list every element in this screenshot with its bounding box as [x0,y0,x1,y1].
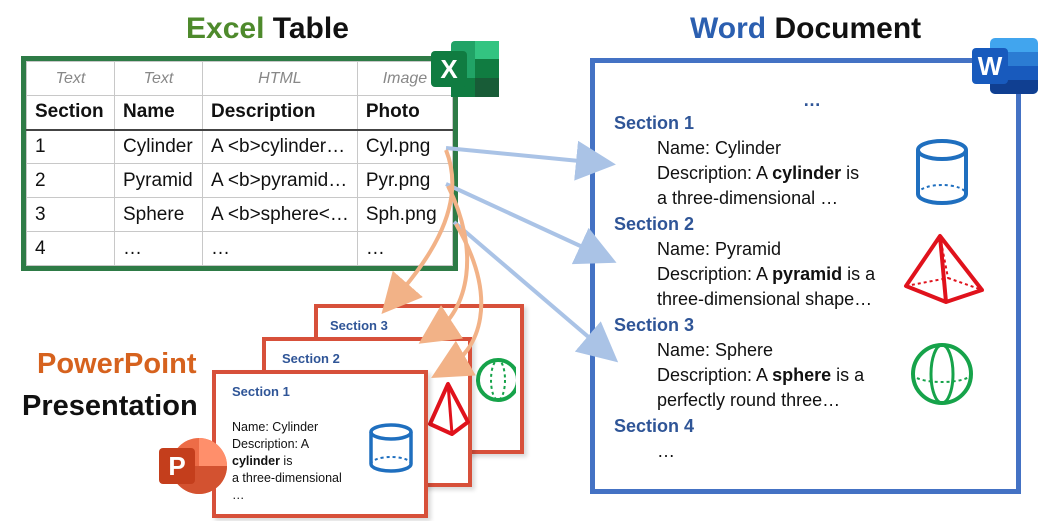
word-desc-line: Description: A sphere is a [657,365,865,385]
powerpoint-logo-icon: P [159,438,227,494]
slide1-cylinder-icon [369,423,413,473]
word-section-title: Section 4 [614,416,695,436]
word-desc-line3: perfectly round three… [657,390,841,410]
arrow-row3-to-slide3 [381,149,455,315]
table-cell[interactable]: A <b>sphere<… [202,197,358,232]
table-cell[interactable]: Sphere [114,197,203,232]
table-row: 1 Cylinder A <b>cylinder… Cyl.png [26,129,454,164]
powerpoint-logo-letter: P [168,451,185,481]
word-document-frame [590,58,1021,494]
slide-name-line: Name: Cylinder [232,420,319,434]
word-title-word1: Word [690,12,767,45]
excel-title: Excel Table [186,12,349,46]
header-cell[interactable]: Description [202,95,358,131]
word-desc-line3: a three-dimensional … [657,188,839,208]
slide2-pyramid-icon [428,382,470,436]
table-cell[interactable]: 3 [26,197,115,232]
arrow-row3-to-word [452,220,619,363]
excel-type-row: Text Text HTML Image [26,61,454,96]
slide-desc-line: Description: A [232,437,310,451]
word-section-title: Section 3 [614,315,695,335]
table-cell[interactable]: Pyr.png [356,163,454,198]
table-cell[interactable]: Cyl.png [356,129,454,164]
arrow-row1-to-slide1 [431,222,484,378]
word-desc-line3: three-dimensional shape… [657,289,873,309]
word-name-line: Name: Pyramid [657,239,782,259]
excel-table: Text Text HTML Image Section Name Descri… [26,61,454,266]
table-cell[interactable]: … [202,231,358,266]
slide-desc-bold-line: cylinder is [232,454,293,468]
excel-title-word1: Excel [186,12,265,45]
slide3-sphere-icon [476,358,516,402]
arrow-row2-to-slide2 [418,185,470,344]
slide-title: Section 3 [330,318,388,333]
slide-title: Section 2 [282,351,340,366]
word-title-word2: Document [774,12,922,45]
word-logo-letter: W [978,51,1003,81]
word-name-line: Name: Sphere [657,340,774,360]
word-section-title: Section 2 [614,214,695,234]
ppt-title-word1: PowerPoint [37,348,197,380]
table-cell[interactable]: Cylinder [114,129,203,164]
ppt-title-word2: Presentation [22,390,198,422]
excel-table-frame: Text Text HTML Image Section Name Descri… [21,56,458,271]
table-cell[interactable]: A <b>cylinder… [202,129,358,164]
word-logo-icon: W [972,38,1038,94]
slide-ellipsis: … [232,488,245,502]
table-cell[interactable]: Pyramid [114,163,203,198]
slide-1[interactable]: Section 1 Name: Cylinder Description: A … [212,370,428,518]
word-desc-line: Description: A pyramid is a [657,264,876,284]
table-cell[interactable]: Sph.png [356,197,454,232]
excel-title-word2: Table [272,12,349,45]
sphere-icon [911,343,973,405]
slide-desc-line4: a three-dimensional [232,471,342,485]
table-row: 4 … … … [26,231,454,266]
table-cell[interactable]: 4 [26,231,115,266]
arrow-row1-to-word [445,140,616,181]
excel-logo-icon: X [431,41,499,97]
word-bottom-ellipsis: … [657,441,675,461]
type-cell[interactable]: Text [114,61,203,96]
pyramid-icon [904,234,984,304]
table-cell[interactable]: 2 [26,163,115,198]
header-cell[interactable]: Name [114,95,203,131]
word-name-line: Name: Cylinder [657,138,782,158]
word-top-ellipsis: … [803,90,821,110]
table-row: 2 Pyramid A <b>pyramid… Pyr.png [26,163,454,198]
arrow-row2-to-word [445,182,617,265]
cylinder-icon [916,139,968,205]
word-title: Word Document [690,12,921,46]
slide-title: Section 1 [232,384,290,399]
excel-header-row: Section Name Description Photo [26,95,454,131]
header-cell[interactable]: Photo [356,95,454,131]
excel-logo-letter: X [440,54,458,84]
table-cell[interactable]: … [114,231,203,266]
type-cell[interactable]: HTML [202,61,358,96]
word-desc-line: Description: A cylinder is [657,163,860,183]
table-row: 3 Sphere A <b>sphere<… Sph.png [26,197,454,232]
word-section-title: Section 1 [614,113,695,133]
